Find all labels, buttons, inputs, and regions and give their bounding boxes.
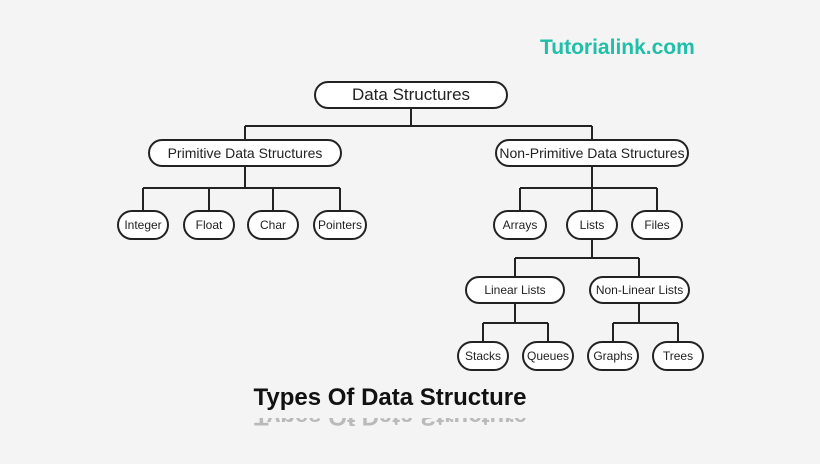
node-linear-lists: Linear Lists: [465, 276, 565, 304]
node-char: Char: [247, 210, 299, 240]
node-lists: Lists: [566, 210, 618, 240]
site-brand: Tutorialink.com: [540, 36, 695, 59]
node-arrays: Arrays: [493, 210, 547, 240]
node-files: Files: [631, 210, 683, 240]
caption-reflection-text: Types Of Data Structure: [254, 418, 534, 426]
node-non-linear-lists: Non-Linear Lists: [589, 276, 690, 304]
node-graphs: Graphs: [587, 341, 639, 371]
caption-reflection: Types Of Data Structure: [254, 418, 534, 426]
node-float: Float: [183, 210, 235, 240]
node-stacks: Stacks: [457, 341, 509, 371]
node-pointers: Pointers: [313, 210, 367, 240]
node-trees: Trees: [652, 341, 704, 371]
node-non-primitive: Non-Primitive Data Structures: [495, 139, 689, 167]
node-queues: Queues: [522, 341, 574, 371]
diagram-caption: Types Of Data Structure: [253, 384, 527, 411]
node-integer: Integer: [117, 210, 169, 240]
node-data-structures: Data Structures: [314, 81, 508, 109]
node-primitive: Primitive Data Structures: [148, 139, 342, 167]
